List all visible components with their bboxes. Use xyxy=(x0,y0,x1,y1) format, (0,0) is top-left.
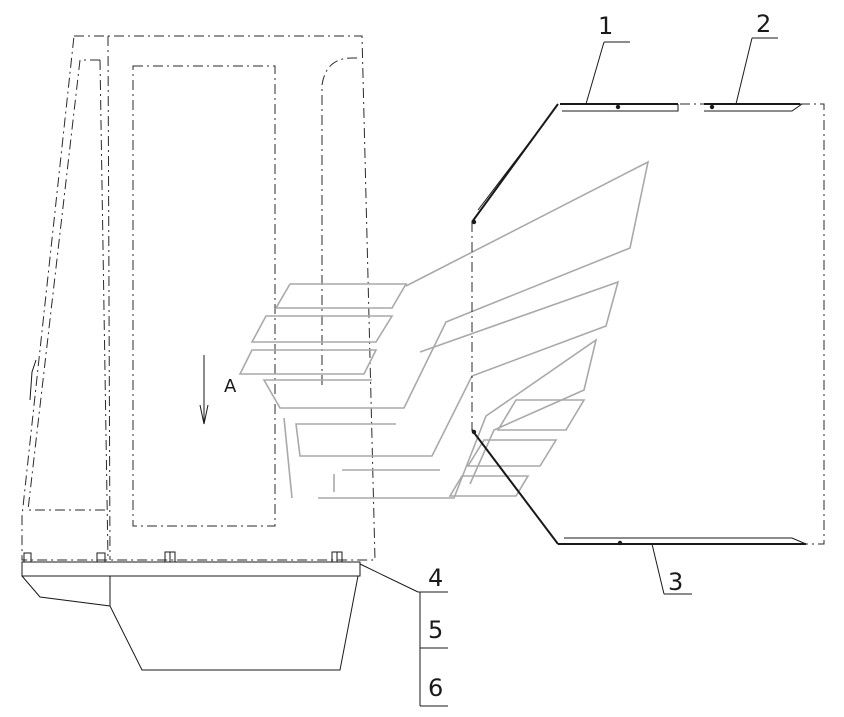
lower-diagonal-inner xyxy=(479,439,553,537)
cab-top-view xyxy=(471,103,825,546)
callout-5: 5 xyxy=(428,616,443,644)
rear-notch xyxy=(29,359,37,401)
callout-1: 1 xyxy=(598,12,613,40)
rear-pillar xyxy=(27,59,108,511)
top-rail-right-inner xyxy=(704,103,803,112)
cab-side-view: A xyxy=(21,35,376,561)
base-box-body xyxy=(21,575,359,671)
base-box xyxy=(21,551,361,671)
base-plate xyxy=(21,561,361,577)
upper-diagonal-inner xyxy=(477,117,549,211)
callouts: 1 2 3 4 5 6 xyxy=(359,10,778,707)
rear-pillar-edge xyxy=(99,59,109,561)
bottom-rail-inner xyxy=(564,537,807,545)
callout-4: 4 xyxy=(428,564,443,592)
door-front-edge xyxy=(107,35,111,561)
callout-3: 3 xyxy=(668,568,683,596)
brackets xyxy=(23,551,343,563)
callout-6: 6 xyxy=(428,674,443,702)
callout-2: 2 xyxy=(756,10,771,38)
watermark-logo xyxy=(238,160,650,499)
door-window xyxy=(132,65,276,527)
frame-outline xyxy=(680,103,825,545)
top-rail-left-inner xyxy=(562,104,679,112)
front-pillar xyxy=(321,57,360,385)
cab-outline xyxy=(21,35,376,561)
view-arrow-head xyxy=(199,404,209,425)
view-arrow-label: A xyxy=(224,376,237,397)
